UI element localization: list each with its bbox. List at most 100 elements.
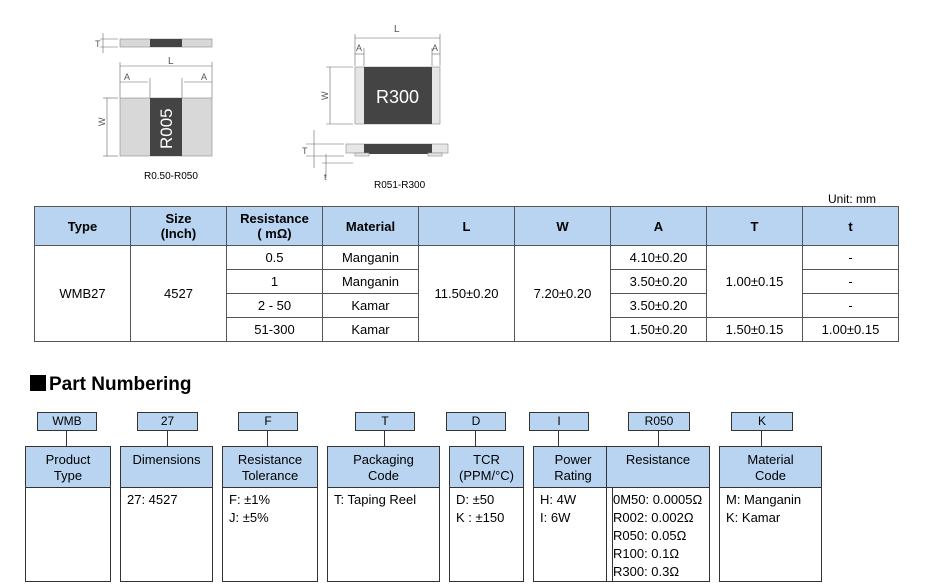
column-body-4: T: Taping Reel: [327, 488, 440, 582]
type-cell: WMB27: [34, 245, 131, 342]
A-cell: 1.50±0.20: [610, 317, 707, 342]
right-dim-A-right: A: [432, 43, 438, 53]
resistance-cell: 1: [226, 269, 323, 294]
header-resistance: Resistance( mΩ): [226, 206, 323, 246]
material-cell: Manganin: [322, 269, 419, 294]
connector-line: [66, 430, 67, 446]
material-cell: Kamar: [322, 293, 419, 318]
column-body-7: 0M50: 0.0005Ω R002: 0.002Ω R050: 0.05Ω R100…: [606, 488, 710, 582]
right-dim-A-left: A: [356, 43, 362, 53]
list-item: 0M50: 0.0005Ω: [613, 492, 703, 507]
left-chip-text: R005: [157, 108, 176, 149]
header-A: A: [610, 206, 707, 246]
A-cell: 3.50±0.20: [610, 293, 707, 318]
code-box-1: WMB: [37, 412, 97, 431]
right-chip-text: R300: [376, 87, 419, 107]
T-cell: 1.00±0.15: [706, 245, 803, 318]
material-cell: Kamar: [322, 317, 419, 342]
connector-line: [384, 430, 385, 446]
right-dim-t-label: t: [324, 172, 327, 182]
connector-line: [761, 430, 762, 446]
resistance-cell: 2 - 50: [226, 293, 323, 318]
left-resistor-drawing: T L A A R005 W: [95, 33, 213, 157]
code-box-8: K: [731, 412, 793, 431]
left-drawing-caption: R0.50-R050: [144, 171, 198, 182]
list-item: K: Kamar: [726, 510, 781, 525]
dim-W-label: W: [97, 117, 107, 126]
list-item: M: Manganin: [726, 492, 802, 507]
header-material: Material: [322, 206, 419, 246]
code-box-4: T: [355, 412, 415, 431]
column-header-2: Dimensions: [120, 446, 213, 488]
L-cell: 11.50±0.20: [418, 245, 515, 342]
header-t: t: [802, 206, 899, 246]
code-box-5: D: [446, 412, 506, 431]
table-row: WMB27 4527 0.5 Manganin 11.50±0.20 7.20±…: [34, 245, 899, 342]
right-dim-L-label: L: [394, 24, 400, 35]
size-cell: 4527: [130, 245, 227, 342]
code-box-6: I: [529, 412, 589, 431]
list-item: R002: 0.002Ω: [613, 510, 694, 525]
right-dim-W-label: W: [320, 91, 330, 100]
list-item: D: ±50: [456, 492, 495, 507]
header-type: Type: [34, 206, 131, 246]
dim-L-label: L: [168, 56, 174, 67]
dim-A-label-left: A: [124, 72, 130, 82]
header-L: L: [418, 206, 515, 246]
column-body-8: M: Manganin K: Kamar: [719, 488, 822, 582]
code-box-2: 27: [137, 412, 198, 431]
column-body-1: [25, 488, 111, 582]
part-numbering-title: Part Numbering: [30, 374, 192, 396]
list-item: H: 4W: [540, 492, 577, 507]
A-cell: 4.10±0.20: [610, 245, 707, 270]
T-cell: 1.50±0.15: [706, 317, 803, 342]
A-cell: 3.50±0.20: [610, 269, 707, 294]
list-item: I: 6W: [540, 510, 571, 525]
t-cell: 1.00±0.15: [802, 317, 899, 342]
header-size: Size(Inch): [130, 206, 227, 246]
column-body-2: 27: 4527: [120, 488, 213, 582]
list-item: R100: 0.1Ω: [613, 546, 680, 561]
column-body-6: H: 4W I: 6W: [533, 488, 613, 582]
connector-line: [558, 430, 559, 446]
t-cell: -: [802, 293, 899, 318]
spec-table: Type Size(Inch) Resistance( mΩ) Material…: [34, 206, 899, 342]
resistance-cell: 51-300: [226, 317, 323, 342]
unit-label: Unit: mm: [828, 192, 876, 206]
table-row: 51-300 Kamar 1.50±0.20 1.50±0.15 1.00±0.…: [35, 317, 899, 342]
header-W: W: [514, 206, 611, 246]
list-item: R300: 0.3Ω: [613, 564, 680, 579]
connector-line: [167, 430, 168, 446]
code-box-3: F: [238, 412, 298, 431]
code-box-7: R050: [628, 412, 690, 431]
header-T: T: [706, 206, 803, 246]
right-drawing-caption: R051-R300: [374, 180, 426, 191]
list-item: R050: 0.05Ω: [613, 528, 687, 543]
t-cell: -: [802, 245, 899, 270]
list-item: K : ±150: [456, 510, 505, 525]
connector-line: [658, 430, 659, 446]
column-header-5: TCR(PPM/°C): [449, 446, 524, 488]
column-header-7: Resistance: [606, 446, 710, 488]
list-item: 27: 4527: [127, 492, 178, 507]
connector-line: [475, 430, 476, 446]
right-dim-T-label: T: [302, 146, 308, 156]
W-cell: 7.20±0.20: [514, 245, 611, 342]
list-item: T: Taping Reel: [334, 492, 417, 507]
dim-A-label-right: A: [201, 72, 207, 82]
spec-header-row: Type Size(Inch) Resistance( mΩ) Material…: [34, 206, 899, 246]
column-body-5: D: ±50 K : ±150: [449, 488, 524, 582]
material-cell: Manganin: [322, 245, 419, 270]
resistance-cell: 0.5: [226, 245, 323, 270]
dim-T-label: T: [95, 39, 101, 49]
right-resistor-drawing: L A A R300 W T t: [302, 24, 449, 182]
column-body-3: F: ±1%J: ±5%: [222, 488, 318, 582]
list-item: F: ±1%: [229, 492, 271, 507]
section-bullet-icon: [30, 375, 46, 391]
table-row: 2 - 50 Kamar 3.50±0.20 -: [35, 293, 899, 318]
